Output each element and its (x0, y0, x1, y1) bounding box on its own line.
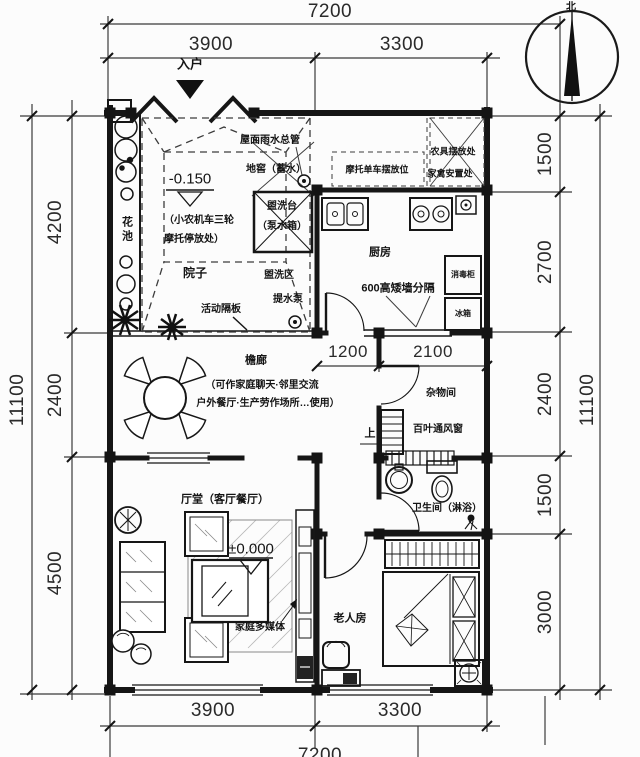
water-pump-note: 提水泵 (273, 294, 303, 305)
dim-right-overall: 11100 (577, 373, 598, 427)
rug (187, 519, 293, 653)
north-compass (524, 9, 620, 105)
room-label-veranda: 檐廊 (245, 354, 267, 367)
coffee-table (190, 558, 270, 624)
stools (111, 629, 152, 665)
veranda-note-1: （可作家庭聊天·邻里交流 (205, 380, 319, 391)
hall-plant (114, 506, 142, 534)
toilet (426, 460, 458, 503)
dim-top-b: 3300 (379, 34, 425, 55)
room-label-kitchen: 厨房 (369, 246, 391, 259)
courtyard-canopy (141, 117, 311, 333)
washbasin (385, 463, 413, 494)
veranda-note-2: 户外餐厅·生产劳作场所…使用） (196, 398, 340, 409)
louver-window (385, 450, 455, 466)
dim-right-d: 1500 (535, 472, 556, 518)
armchair (184, 511, 229, 663)
moto-note: 摩托单车摆放位 (345, 164, 409, 175)
dim-left-b: 2400 (45, 372, 66, 418)
bed (382, 571, 480, 667)
low-wall-note: 600高矮墙分隔 (361, 282, 435, 295)
partition-note: 活动隔板 (201, 304, 241, 315)
shower-head (464, 514, 478, 531)
wash-area-note: 盥洗区 (264, 270, 294, 281)
louver-note: 百叶通风窗 (413, 424, 463, 435)
wall-columns (104, 107, 493, 696)
dim-left-a: 4200 (45, 199, 66, 245)
wardrobe (384, 539, 480, 569)
roof-drain-note: 屋面雨水总管 (240, 135, 300, 146)
kitchen-stove (409, 197, 453, 231)
room-label-storage: 杂物间 (426, 388, 456, 399)
entry-label: 入户 (176, 56, 204, 72)
entry-arrow (176, 80, 204, 99)
wash-stand (252, 190, 314, 254)
disinfect-cabinet (444, 255, 482, 295)
room-label-courtyard: 院子 (182, 266, 208, 280)
farm-tools-note: 农具摆放处 (430, 146, 476, 157)
courtyard-note-2: 摩托停放处） (164, 234, 224, 245)
multimedia-cabinet (281, 509, 315, 683)
dim-inner-a: 1200 (328, 342, 368, 361)
cellar-note: 地窖（蓄水） (246, 164, 306, 175)
room-label-flower-bed: 花池 (120, 216, 133, 244)
dim-inner-b: 2100 (413, 342, 453, 361)
dim-bottom-a: 3900 (190, 700, 236, 721)
dim-top-a: 3900 (188, 34, 234, 55)
dim-top-overall: 7200 (307, 1, 353, 22)
kitchen-corner-sink (455, 195, 477, 215)
elder-chair (322, 640, 350, 669)
fridge (444, 297, 482, 331)
room-label-bathroom: 卫生间（淋浴） (412, 503, 482, 514)
dim-left-overall: 11100 (7, 373, 28, 427)
dim-left-c: 4500 (45, 550, 66, 596)
level-hall: ±0.000 (228, 540, 274, 558)
multimedia-note: 家庭多媒体 (235, 622, 285, 633)
room-label-elder: 老人房 (333, 612, 367, 625)
bench (321, 669, 361, 687)
window-lines (132, 452, 433, 696)
poultry-note: 家禽安置处 (427, 168, 473, 179)
floor-drain (454, 659, 484, 687)
wash-stand-note: 盥洗台 (267, 201, 297, 212)
courtyard-note-1: （小农机车三轮 (164, 215, 234, 226)
plant-splat (109, 304, 186, 341)
dim-right-a: 1500 (535, 131, 556, 177)
stair-nook (360, 409, 404, 455)
pump-tank-note: （泵水箱） (257, 221, 307, 232)
kitchen-sink (321, 197, 369, 231)
dim-bottom-b: 3300 (377, 700, 423, 721)
room-label-hall: 厅堂（客厅餐厅） (181, 493, 269, 506)
level-courtyard: -0.150 (168, 170, 212, 188)
dim-bottom-overall: 7200 (297, 745, 343, 757)
dim-right-c: 2400 (535, 371, 556, 417)
dim-right-b: 2700 (535, 239, 556, 285)
up-note: 上 (364, 427, 376, 440)
fridge-note: 冰箱 (455, 309, 471, 318)
round-table (123, 356, 207, 440)
sofa (119, 541, 166, 633)
flower-bed-plants (114, 115, 138, 311)
dim-right-e: 3000 (535, 589, 556, 635)
disinfect-note: 消毒柜 (451, 270, 475, 279)
compass-north-label: 北 (566, 2, 576, 13)
